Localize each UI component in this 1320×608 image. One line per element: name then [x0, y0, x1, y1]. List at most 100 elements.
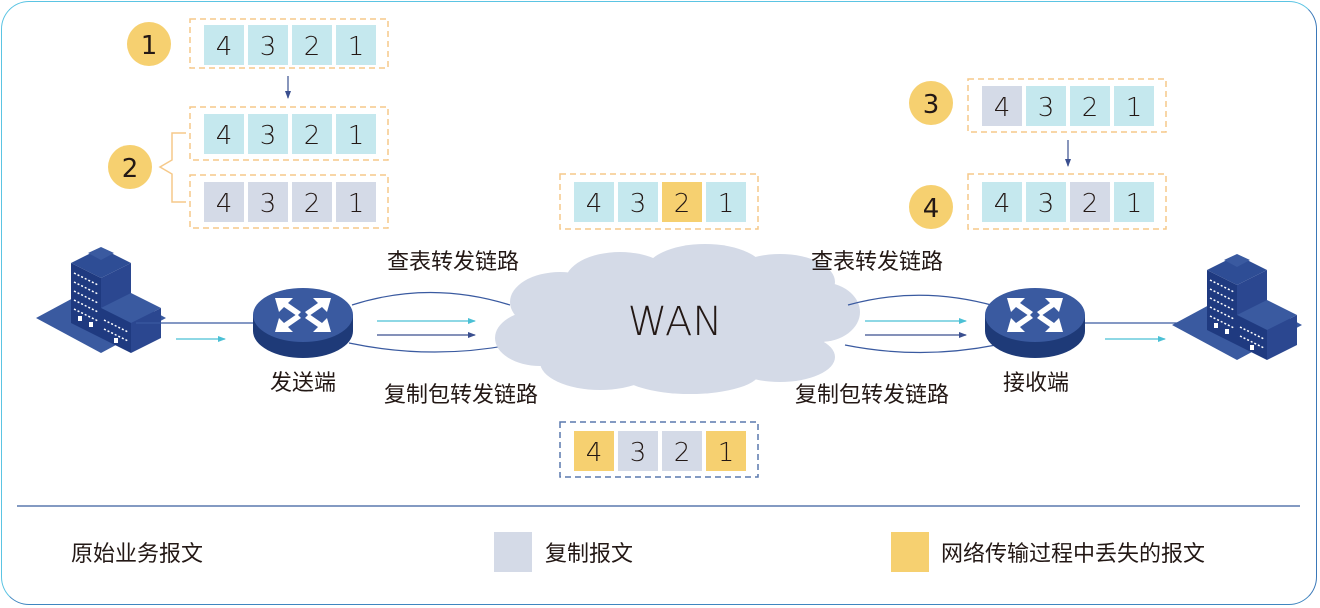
packet-duplicate	[248, 182, 288, 222]
packet-duplicate	[336, 182, 376, 222]
lookup-link-right	[847, 294, 996, 307]
packet-group-box	[559, 173, 759, 230]
packet-number: 1	[718, 189, 735, 219]
packet-original	[706, 182, 746, 222]
packet-lost	[574, 431, 614, 471]
packet-number: 2	[674, 438, 691, 468]
packet-number: 3	[260, 189, 277, 219]
packet-number: 1	[348, 32, 365, 62]
step-badge-1	[127, 22, 171, 66]
packet-number: 2	[304, 121, 321, 151]
packet-group-box	[189, 174, 389, 229]
packet-number: 4	[994, 93, 1011, 123]
packet-number: 3	[1038, 189, 1055, 219]
packet-original	[574, 182, 614, 222]
sender-building-icon	[35, 246, 167, 354]
packet-original	[248, 25, 288, 65]
packet-number: 4	[586, 189, 603, 219]
packet-duplicate	[982, 86, 1022, 126]
dup-link-left	[348, 342, 511, 353]
packet-number: 1	[348, 121, 365, 151]
packet-number: 3	[630, 438, 647, 468]
packet-group-box	[967, 173, 1167, 230]
packet-number: 2	[304, 32, 321, 62]
lookup-link-right-label: 查表转发链路	[811, 250, 943, 275]
legend-swatch-lost	[891, 532, 929, 572]
packet-original	[336, 25, 376, 65]
packet-original	[336, 114, 376, 154]
bracket	[158, 132, 186, 203]
packet-original	[204, 25, 244, 65]
packet-number: 4	[216, 32, 233, 62]
packet-number: 3	[260, 121, 277, 151]
packet-original	[1026, 182, 1066, 222]
packet-duplicate	[618, 431, 658, 471]
packet-original	[618, 182, 658, 222]
packet-number: 4	[216, 189, 233, 219]
packet-number: 2	[1082, 93, 1099, 123]
receiver-router-icon[interactable]	[985, 288, 1085, 358]
lookup-link-left-label: 查表转发链路	[387, 250, 519, 275]
legend: 原始业务报文 复制报文 网络传输过程中丢失的报文	[71, 532, 1205, 572]
wan-label: WAN	[628, 299, 723, 345]
packet-number: 4	[994, 189, 1011, 219]
packet-original	[1026, 86, 1066, 126]
packet-original	[1114, 182, 1154, 222]
packet-duplicate	[1070, 182, 1110, 222]
packet-number: 3	[260, 32, 277, 62]
legend-item-original: 原始业务报文	[71, 542, 203, 567]
packet-number: 4	[586, 438, 603, 468]
packet-original	[248, 114, 288, 154]
packet-duplicate	[292, 182, 332, 222]
packet-number: 3	[630, 189, 647, 219]
packet-number: 1	[1126, 189, 1143, 219]
lookup-link-left	[351, 291, 511, 306]
step-badge-2	[108, 145, 152, 189]
receiver-building-icon	[1171, 253, 1303, 361]
step-badge-2-label: 2	[122, 154, 139, 184]
packet-number: 1	[348, 189, 365, 219]
legend-label: 原始业务报文	[71, 542, 203, 567]
packet-number: 2	[1082, 189, 1099, 219]
packet-original	[204, 114, 244, 154]
packet-number: 4	[216, 121, 233, 151]
legend-item-duplicate: 复制报文	[494, 532, 633, 572]
packet-lost	[706, 431, 746, 471]
legend-swatch-duplicate	[494, 532, 532, 572]
packet-group-box	[967, 78, 1167, 133]
dup-link-left-label: 复制包转发链路	[384, 383, 538, 408]
packet-duplicate	[204, 182, 244, 222]
step-badge-4	[909, 185, 953, 229]
legend-label: 网络传输过程中丢失的报文	[941, 542, 1205, 567]
packet-number: 2	[674, 189, 691, 219]
packet-original	[1070, 86, 1110, 126]
packet-lost	[662, 182, 702, 222]
step-badge-1-label: 1	[141, 31, 158, 61]
packet-original	[292, 25, 332, 65]
legend-item-lost: 网络传输过程中丢失的报文	[891, 532, 1205, 572]
step-badge-3	[909, 81, 953, 125]
packet-group-box	[559, 421, 759, 478]
packet-original	[982, 182, 1022, 222]
packet-duplicate	[662, 431, 702, 471]
packet-number: 2	[304, 189, 321, 219]
step-badge-3-label: 3	[923, 90, 940, 120]
step-badge-4-label: 4	[923, 194, 940, 224]
sender-router-icon[interactable]	[253, 288, 353, 358]
packet-original	[1114, 86, 1154, 126]
packet-original	[292, 114, 332, 154]
wan-cloud-icon	[495, 244, 860, 394]
